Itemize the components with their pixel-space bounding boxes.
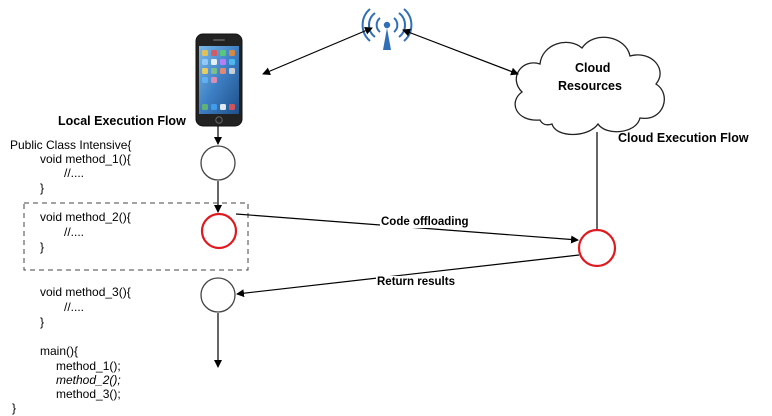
phone-tower-link [262,27,373,75]
method-1-close: } [40,181,45,195]
cloud-label-line1: Cloud [575,61,611,75]
cloud-icon [514,36,665,136]
method-1-body: //.... [64,166,85,180]
cloud-flow-title: Cloud Execution Flow [618,131,749,145]
offloaded-method-box [23,202,249,271]
local-node-method-1 [200,145,236,181]
main-call-method-2: method_2(); [56,373,121,387]
code-offloading-label: Code offloading [380,216,470,228]
method-3-signature: void method_3(){ [40,285,131,299]
method-2-signature: void method_2(){ [40,210,131,224]
tower-cloud-link [402,28,519,76]
return-results-arrow [236,254,580,298]
local-flow-title: Local Execution Flow [58,114,186,128]
main-call-method-1: method_1(); [56,359,121,373]
main-call-method-3: method_3(); [56,387,121,401]
method-3-body: //.... [64,300,85,314]
method-1-signature: void method_1(){ [40,152,131,166]
class-declaration: Public Class Intensive{ [10,138,132,152]
smartphone-icon [195,33,243,127]
cloud-label-line2: Resources [558,79,622,93]
class-close: } [12,401,17,415]
method-2-close: } [40,240,45,254]
method-3-close: } [40,315,45,329]
local-node-method-3 [200,277,236,313]
method-2-body: //.... [64,225,85,239]
return-results-label: Return results [376,276,456,288]
cloud-node [577,228,617,268]
local-node-method-2 [200,212,238,250]
main-signature: main(){ [40,344,79,358]
